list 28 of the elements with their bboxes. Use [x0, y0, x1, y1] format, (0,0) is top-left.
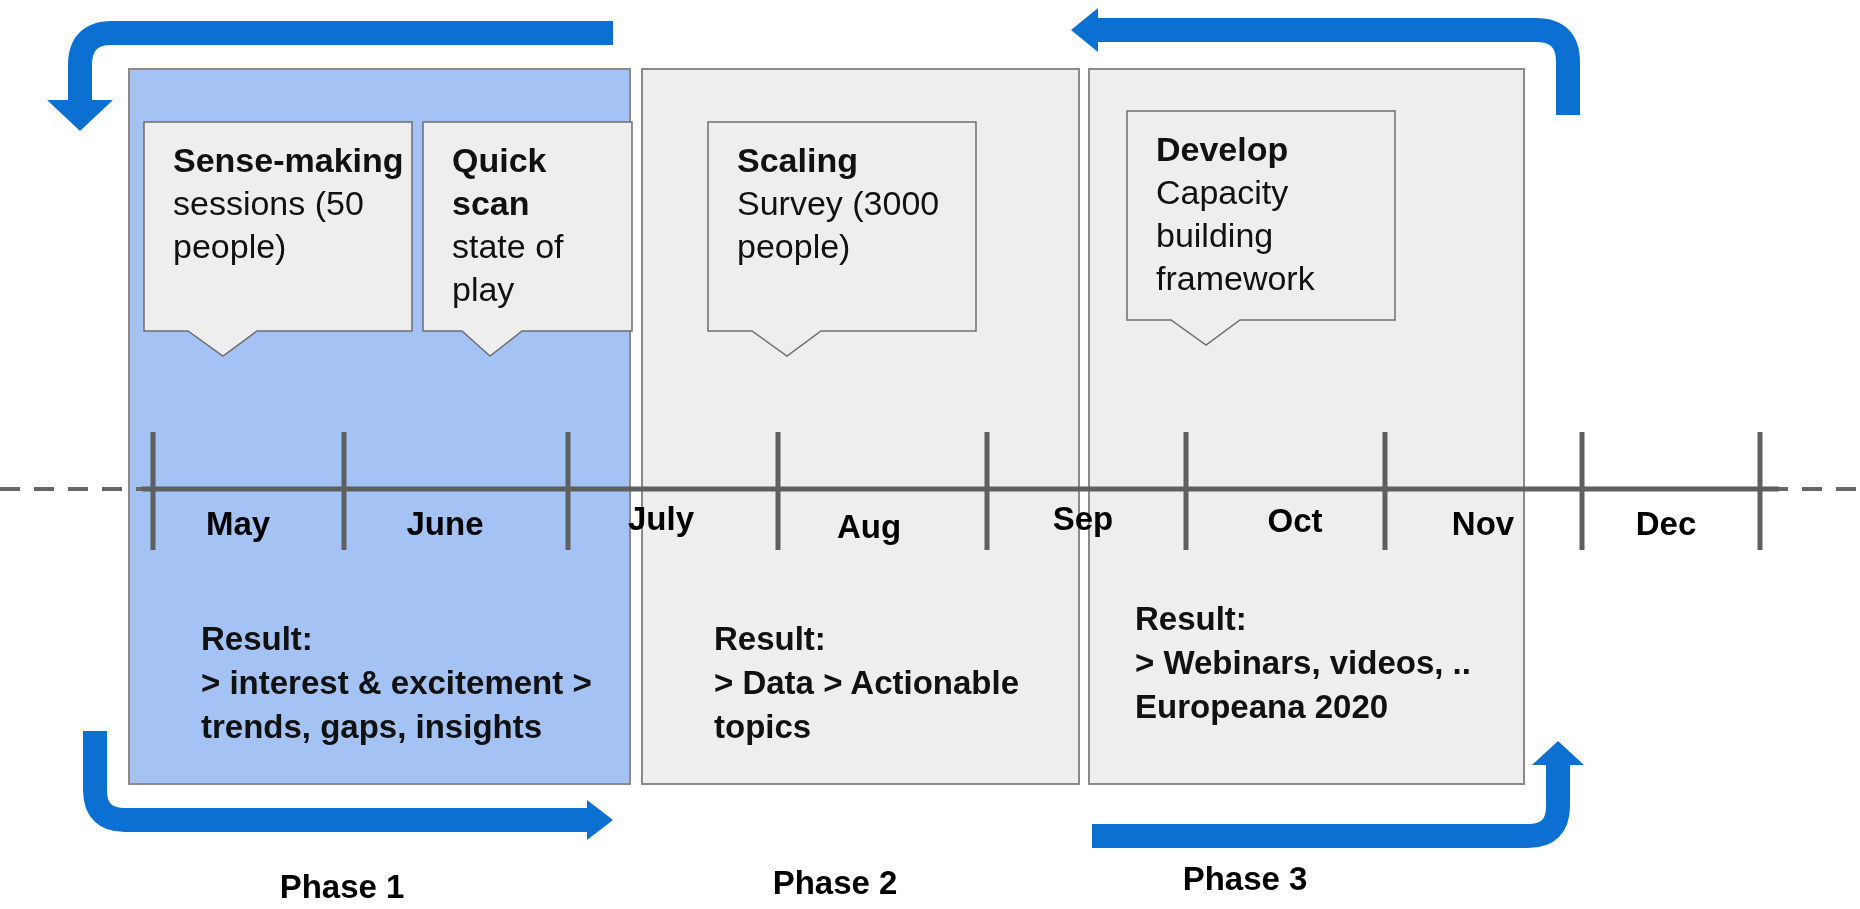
result-text: > Data > Actionable topics	[714, 663, 1021, 747]
callout-text: state of play	[452, 226, 565, 310]
callout-box	[707, 121, 977, 357]
callout-text: Capacity building framework	[1156, 172, 1316, 299]
callout-box	[1126, 110, 1396, 346]
phase-label: Phase 3	[1182, 860, 1308, 898]
phase-label: Phase 1	[279, 868, 405, 906]
callout-heading: Sense-making	[173, 140, 405, 181]
result-heading: Result:	[714, 619, 827, 659]
month-label: May	[205, 505, 271, 543]
month-label: Nov	[1451, 505, 1515, 543]
phase-label: Phase 2	[772, 864, 898, 902]
callout-box	[143, 121, 413, 357]
result-heading: Result:	[201, 619, 314, 659]
callout-heading: Develop	[1156, 129, 1290, 170]
month-label: June	[406, 505, 484, 543]
callout-box	[422, 121, 633, 357]
month-label: Dec	[1635, 505, 1697, 543]
month-label: Oct	[1267, 502, 1323, 540]
result-heading: Result:	[1135, 599, 1248, 639]
callout-heading: Scaling	[737, 140, 859, 181]
callout-text: sessions (50 people)	[173, 183, 365, 267]
month-label: Sep	[1052, 500, 1114, 538]
callout-text: Survey (3000 people)	[737, 183, 941, 267]
result-text: > Webinars, videos, .. Europeana 2020	[1135, 643, 1472, 727]
month-label: July	[628, 500, 694, 538]
month-label: Aug	[836, 508, 902, 546]
result-text: > interest & excitement > trends, gaps, insights	[201, 663, 593, 747]
